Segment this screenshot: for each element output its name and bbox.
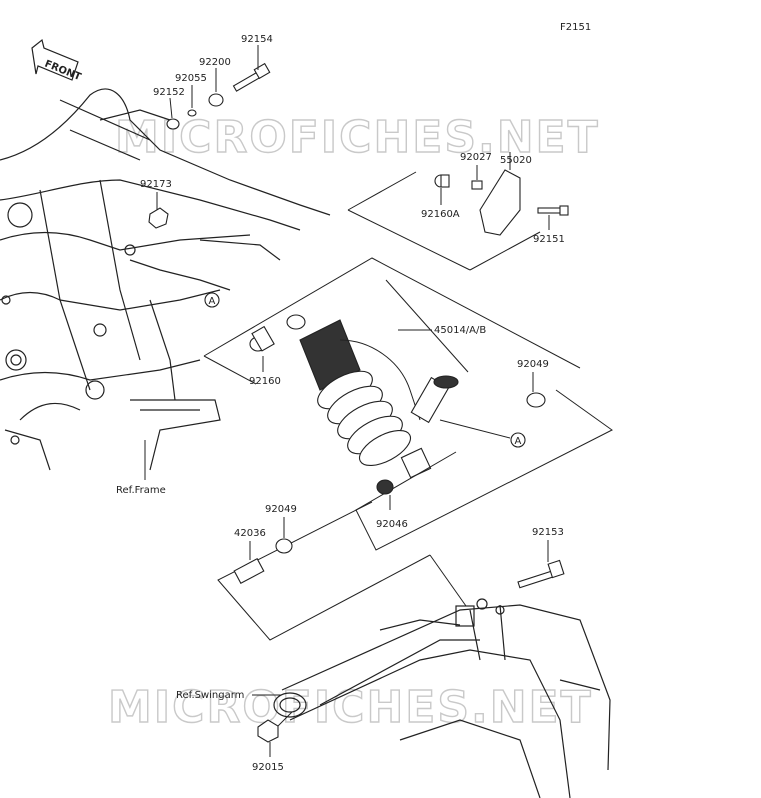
label-92015: 92015	[252, 762, 284, 773]
nut-92173-icon	[148, 207, 169, 229]
ref-swingarm-label: Ref.Swingarm	[176, 690, 244, 701]
collar-92152-icon	[166, 118, 180, 130]
label-92173: 92173	[140, 179, 172, 190]
label-42036: 42036	[234, 528, 266, 539]
front-arrow-icon: FRONT	[31, 38, 83, 83]
label-92152: 92152	[153, 87, 185, 98]
nut-92015-icon	[257, 719, 279, 743]
collar-92049-upper-icon	[526, 392, 546, 408]
shock-absorber-45014	[299, 319, 459, 479]
ref-frame-label: Ref.Frame	[116, 485, 166, 496]
watermark-bottom: MICROFICHES.NET	[108, 682, 593, 733]
label-45014: 45014/A/B	[434, 325, 486, 336]
label-92151: 92151	[533, 234, 565, 245]
bolt-92153-icon	[517, 559, 565, 589]
oring-92055-icon	[187, 109, 197, 117]
bushing-92160-icon	[249, 314, 306, 352]
collar-42036-icon	[233, 557, 265, 585]
label-92049-upper: 92049	[517, 359, 549, 370]
label-92027: 92027	[460, 152, 492, 163]
watermark-top: MICROFICHES.NET	[115, 112, 600, 163]
bolt-92154-icon	[232, 62, 271, 92]
label-92160: 92160	[249, 376, 281, 387]
label-55020: 55020	[500, 155, 532, 166]
spacer-92027-icon	[471, 180, 483, 190]
bushing-92160A-icon	[434, 174, 450, 188]
callout-a-right	[510, 432, 526, 448]
label-92160A: 92160A	[421, 209, 460, 220]
label-92046: 92046	[376, 519, 408, 530]
washer-92200-icon	[208, 93, 224, 107]
collar-92049-lower-icon	[275, 538, 293, 554]
label-92153: 92153	[532, 527, 564, 538]
bushing-92046-icon	[376, 479, 394, 495]
frame-drawing	[0, 88, 331, 471]
swingarm-drawing	[273, 598, 611, 798]
svg-text:A: A	[209, 296, 216, 307]
bolt-92151-icon	[537, 205, 569, 216]
svg-text:A: A	[515, 436, 522, 447]
callout-a-left	[204, 292, 220, 308]
guard-55020-icon	[479, 169, 521, 236]
label-92055: 92055	[175, 73, 207, 84]
label-92049-lower: 92049	[265, 504, 297, 515]
label-92154: 92154	[241, 34, 273, 45]
figure-code: F2151	[560, 22, 591, 33]
label-92200: 92200	[199, 57, 231, 68]
